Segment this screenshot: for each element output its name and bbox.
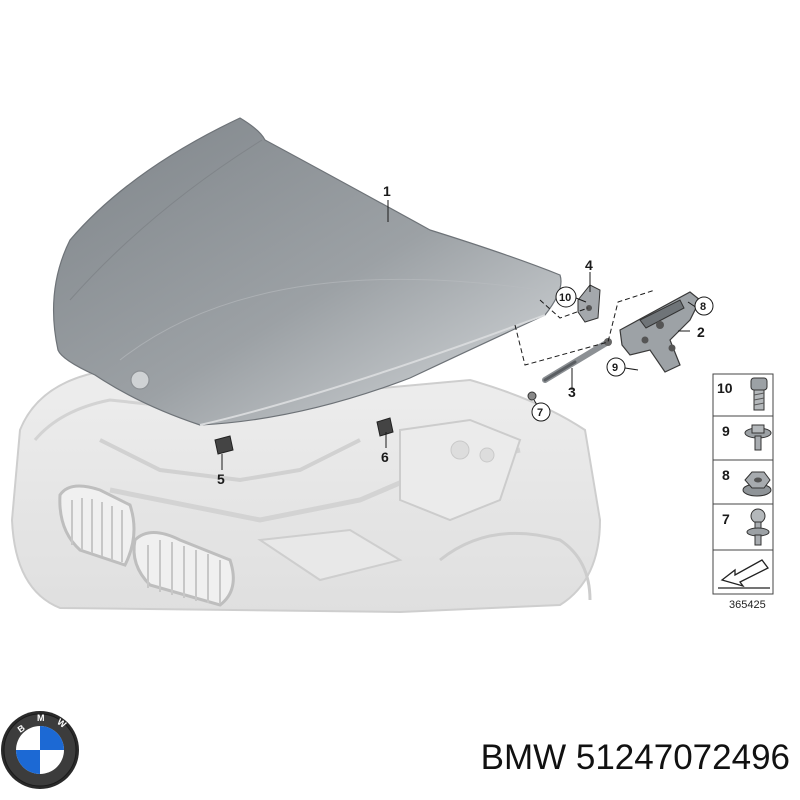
hood-buffer-6 [376, 417, 394, 437]
striker-bracket [577, 284, 601, 323]
callout-7-ring [531, 402, 551, 422]
brand-name: BMW [480, 738, 567, 777]
callout-7: 7 [537, 407, 543, 419]
bolt-icon [750, 377, 768, 411]
ball-stud-icon [746, 508, 770, 546]
callout-9-ring [606, 357, 626, 377]
gas-strut [542, 338, 612, 383]
hood-hinge [619, 291, 701, 373]
ball-stud [527, 391, 537, 401]
callout-9: 9 [612, 362, 618, 374]
callout-8-ring [694, 296, 714, 316]
svg-text:B: B [16, 722, 27, 734]
diagram-number: 365425 [729, 599, 766, 611]
flange-screw-icon [744, 424, 772, 451]
hood-buffer-5 [214, 435, 234, 455]
callout-labels: 1 2 3 4 5 6 7 8 9 10 [217, 183, 714, 487]
hood-panel [52, 117, 562, 426]
fastener-legend: 10 9 8 7 365425 [712, 373, 774, 611]
hex-nut-icon [742, 471, 772, 497]
bmw-roundel-icon: B M W [1, 711, 79, 789]
callout-6: 6 [381, 449, 389, 465]
legend-9: 9 [722, 423, 730, 439]
svg-text:M: M [37, 713, 45, 723]
callout-1: 1 [383, 183, 391, 199]
callout-2: 2 [697, 324, 705, 340]
kidney-grille [58, 484, 235, 607]
legend-8: 8 [722, 467, 730, 483]
callout-8: 8 [700, 301, 706, 313]
part-caption: BMW 51247072496 [410, 738, 790, 778]
car-front-ghost [10, 368, 602, 614]
callout-4: 4 [585, 257, 593, 273]
callout-10: 10 [559, 292, 571, 304]
direction-arrow-icon [718, 559, 770, 589]
callout-5: 5 [217, 471, 225, 487]
callout-3: 3 [568, 384, 576, 400]
legend-7: 7 [722, 511, 730, 527]
legend-10: 10 [717, 380, 733, 396]
part-number: 51247072496 [575, 738, 790, 777]
callout-10-ring [555, 286, 577, 308]
